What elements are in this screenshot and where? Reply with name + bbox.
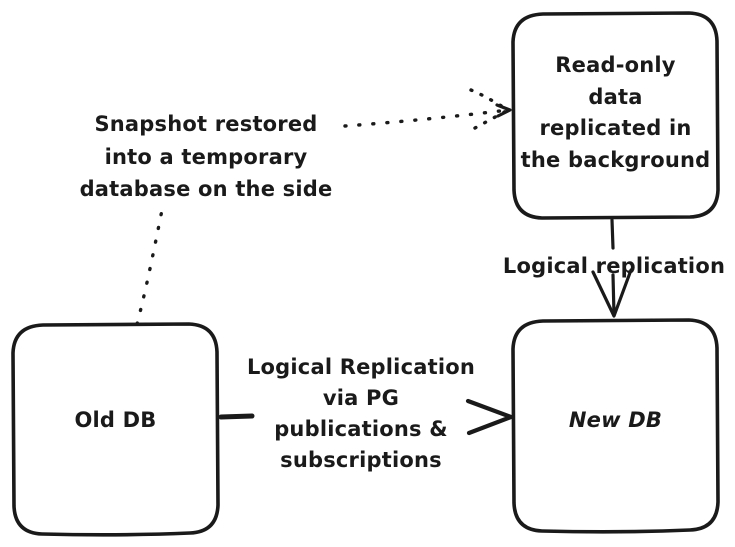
edge-logical-replication-stem (610, 218, 615, 250)
node-label-old-db: Old DB (74, 408, 157, 432)
edge-snapshot-upper (343, 108, 510, 128)
node-label-new-db: New DB (568, 408, 663, 432)
edge-snapshot-arrow-tip (495, 103, 512, 118)
node-label-readonly-replica: Read-only data replicated in the backgro… (520, 53, 711, 172)
edge-label-logical-replication-pg: Logical Replication via PG publications … (246, 355, 476, 473)
edge-label-logical-replication: Logical replication (502, 254, 726, 278)
edge-snapshot-arrowhead-top (469, 88, 510, 112)
edge-label-snapshot: Snapshot restored into a temporary datab… (79, 112, 333, 202)
edge-snapshot-lower (135, 203, 165, 326)
edge-snapshot-arrowhead-bottom (473, 108, 510, 130)
